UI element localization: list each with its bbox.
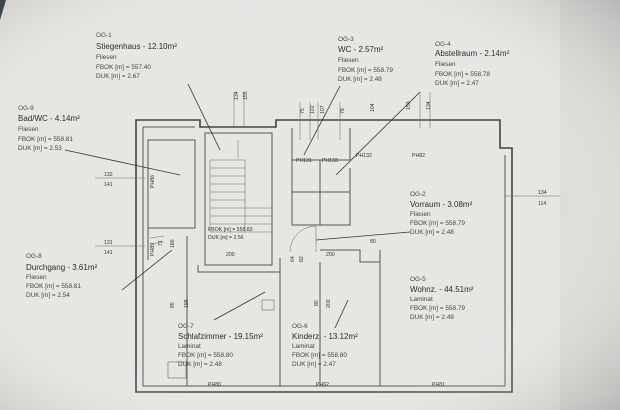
room-fbok: FBOK [m] = 558.79	[410, 305, 465, 312]
room-title: Stiegenhaus - 12.10m²	[96, 42, 177, 51]
room-duk: DUK [m] = 2.54	[26, 292, 70, 299]
room-duk: DUK [m] = 2.47	[292, 361, 336, 368]
room-code: OG-6	[292, 323, 308, 330]
dimension: 71	[158, 240, 164, 246]
room-fbok: FBOK [m] = 558.79	[338, 67, 393, 74]
dimension: 64	[290, 256, 296, 262]
window-label: PH133	[322, 158, 338, 164]
room-code: OG-4	[435, 41, 451, 48]
room-title: WC - 2.57m²	[338, 45, 384, 54]
dimension: 134	[234, 91, 240, 100]
window-label: PH132	[356, 153, 372, 159]
dimension: 131	[104, 240, 113, 246]
room-duk: DUK [m] = 2.47	[435, 80, 479, 87]
room-title: Abstellraum - 2.14m²	[435, 49, 510, 58]
room-fbok: FBOK [m] = 558.81	[18, 136, 73, 143]
dimension: 134	[426, 101, 432, 110]
room-title: Vorraum - 3.08m²	[410, 200, 473, 209]
dimension: 141	[104, 182, 113, 188]
room-fbok: FBOK [m] = 557.40	[96, 64, 151, 71]
room-code: OG-3	[338, 36, 354, 43]
window-label: PH82	[412, 153, 425, 159]
stair-fbok: FBOK [m] = 558.83	[208, 227, 253, 233]
dimension: 85	[170, 302, 176, 308]
room-floor: Fliesen	[435, 61, 456, 68]
room-code: OG-8	[26, 253, 42, 260]
window-label: PH62	[316, 382, 329, 388]
room-floor: Laminat	[410, 296, 433, 303]
room-code: OG-5	[410, 276, 426, 283]
room-title: Bad/WC - 4.14m²	[18, 114, 80, 123]
dimension: 186	[170, 239, 176, 248]
window-label: PH89	[150, 243, 156, 256]
room-duk: DUK [m] = 2.53	[18, 145, 62, 152]
room-title: Wohnz. - 44.51m²	[410, 285, 474, 294]
dimension: 198	[184, 299, 190, 308]
room-floor: Fliesen	[18, 126, 39, 133]
room-floor: Fliesen	[338, 57, 359, 64]
room-code: OG-2	[410, 191, 426, 198]
dimension: 102	[310, 105, 316, 114]
room-code: OG-9	[18, 105, 34, 112]
window-label: PH80	[208, 382, 221, 388]
dimension: 104	[370, 103, 376, 112]
dimension: 200	[326, 299, 332, 308]
dimension: 141	[104, 250, 113, 256]
room-duk: DUK [m] = 2.48	[338, 76, 382, 83]
room-floor: Fliesen	[410, 211, 431, 218]
window-label: PH86	[150, 175, 156, 188]
room-floor: Fliesen	[96, 54, 117, 61]
dimension: 155	[243, 91, 249, 100]
room-floor: Laminat	[292, 343, 315, 350]
room-fbok: FBOK [m] = 558.78	[435, 71, 490, 78]
dimension: 200	[326, 252, 335, 258]
window-label: PH81	[432, 382, 445, 388]
stair-duk: DUK [m] = 2.56	[208, 235, 244, 241]
dimension: 80	[314, 300, 320, 306]
room-title: Kinderz. - 13.12m²	[292, 332, 358, 341]
room-code: OG-1	[96, 32, 112, 39]
dimension: 78	[340, 108, 346, 114]
room-duk: DUK [m] = 2.49	[410, 314, 454, 321]
room-fbok: FBOK [m] = 558.81	[26, 283, 81, 290]
dimension: 134	[538, 190, 547, 196]
dimension: 114	[538, 201, 546, 207]
room-fbok: FBOK [m] = 558.80	[178, 352, 233, 359]
dimension: 153	[406, 101, 412, 110]
room-code: OG-7	[178, 323, 194, 330]
dimension: 200	[226, 252, 235, 258]
room-duk: DUK [m] = 2.48	[178, 361, 222, 368]
room-duk: DUK [m] = 2.48	[410, 229, 454, 236]
room-title: Schlafzimmer - 19.15m²	[178, 332, 263, 341]
room-floor: Fliesen	[26, 274, 47, 281]
room-duk: DUK [m] = 2.67	[96, 73, 140, 80]
room-title: Durchgang - 3.61m²	[26, 263, 97, 272]
dimension: 75	[300, 108, 306, 114]
dimension: 132	[104, 172, 113, 178]
room-fbok: FBOK [m] = 558.80	[292, 352, 347, 359]
dimension: 80	[370, 239, 376, 245]
room-fbok: FBOK [m] = 558.79	[410, 220, 465, 227]
dimension: 107	[320, 105, 326, 114]
dimension: 82	[299, 256, 305, 262]
window-label: PH131	[296, 158, 312, 164]
room-floor: Laminat	[178, 343, 201, 350]
